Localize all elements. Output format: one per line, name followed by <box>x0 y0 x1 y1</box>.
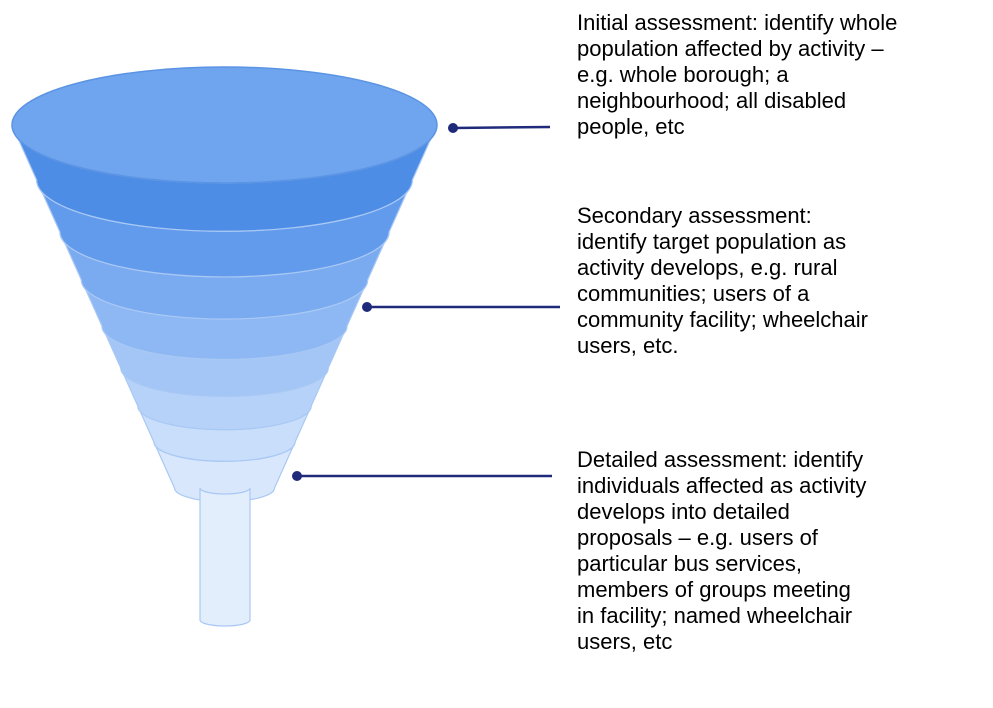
detailed-assessment-label: Detailed assessment: identify individual… <box>577 447 867 654</box>
funnel <box>11 66 438 627</box>
connectors <box>292 123 560 481</box>
secondary-assessment-label: Secondary assessment: identify target po… <box>577 203 868 358</box>
initial-connector-dot <box>448 123 458 133</box>
detailed-connector-dot <box>292 471 302 481</box>
secondary-connector-dot <box>362 302 372 312</box>
funnel-stem <box>199 487 251 627</box>
initial-assessment-label: Initial assessment: identify whole popul… <box>577 10 898 139</box>
initial-connector-line <box>452 125 551 130</box>
funnel-rim <box>11 66 438 184</box>
